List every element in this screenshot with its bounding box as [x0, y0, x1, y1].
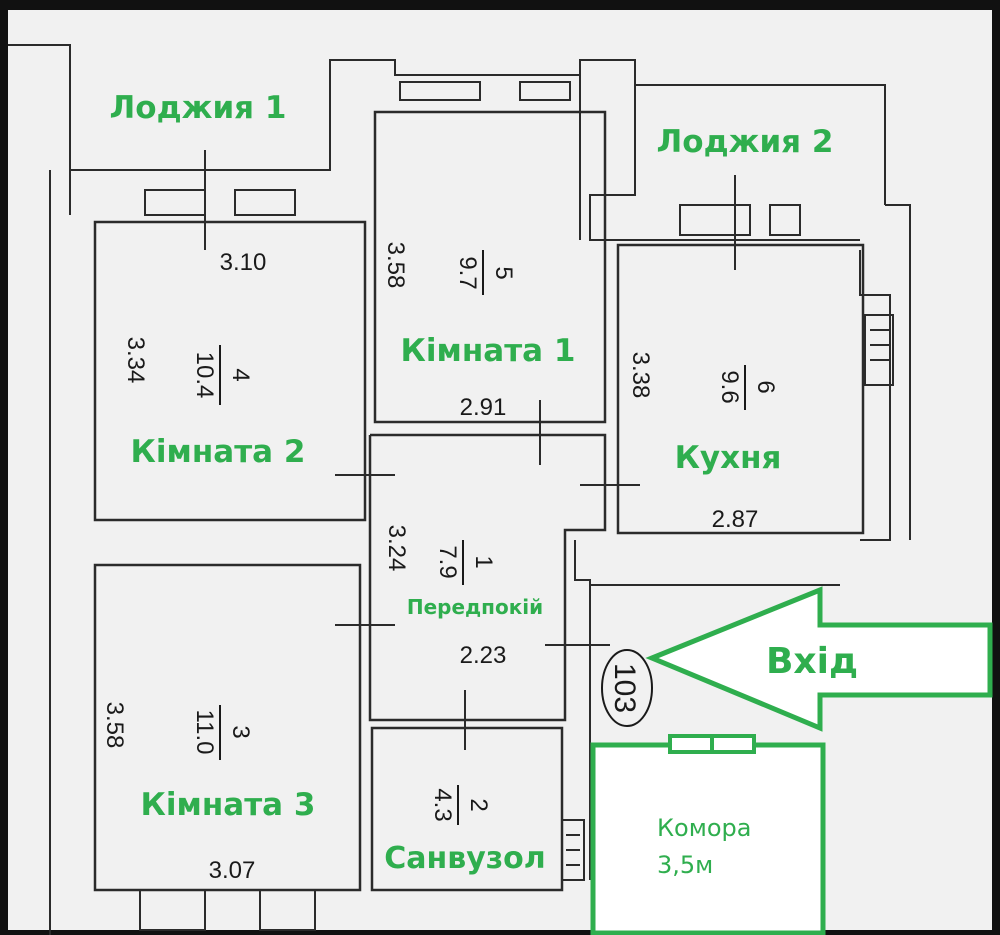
room-2-area: 10.4	[191, 352, 218, 399]
room-2-number: 4	[227, 368, 254, 381]
kitchen-number: 6	[752, 380, 779, 393]
paper	[8, 10, 992, 930]
storage-box: Комора 3,5м	[590, 734, 826, 935]
dim-kitchen-width: 2.87	[712, 506, 759, 533]
bathroom-fraction: 2 4.3	[429, 788, 492, 821]
label-storage-title: Комора	[657, 814, 751, 842]
label-entrance: Вхід	[766, 641, 858, 682]
label-room-1: Кімната 1	[401, 333, 576, 369]
kitchen-area: 9.6	[716, 370, 743, 403]
room-3-number: 3	[227, 725, 254, 738]
apartment-number-circle	[601, 649, 653, 727]
kitchen-fraction: 6 9.6	[716, 370, 779, 403]
label-storage-area: 3,5м	[657, 851, 713, 879]
dim-room2-height: 3.34	[122, 337, 149, 384]
hallway-area: 7.9	[434, 545, 461, 578]
room-3-fraction: 3 11.0	[191, 710, 254, 755]
label-kitchen: Кухня	[675, 440, 782, 476]
label-loggia-2: Лоджия 2	[657, 124, 834, 160]
bathroom-number: 2	[465, 798, 492, 811]
room-1-number: 5	[490, 266, 517, 279]
dim-hallway-height: 3.24	[383, 525, 410, 572]
hallway-number: 1	[470, 555, 497, 568]
storage-outline	[590, 742, 826, 935]
dim-room3-width: 3.07	[209, 857, 256, 884]
dim-kitchen-height: 3.38	[627, 352, 654, 399]
apartment-number: 103	[608, 663, 641, 713]
entrance-arrow-shape	[645, 586, 993, 732]
room-1-area: 9.7	[454, 256, 481, 289]
label-bathroom: Санвузол	[384, 841, 546, 876]
label-room-3: Кімната 3	[141, 787, 316, 823]
room-2-fraction: 4 10.4	[191, 352, 254, 399]
label-hallway: Передпокій	[407, 595, 543, 619]
room-3-area: 11.0	[191, 710, 218, 755]
label-room-2: Кімната 2	[131, 434, 306, 470]
walls	[8, 44, 911, 935]
dim-hallway-width: 2.23	[460, 642, 507, 669]
dim-room3-height: 3.58	[101, 702, 128, 749]
fraction-lines	[219, 250, 746, 825]
apartment-number-badge: 103	[601, 649, 653, 727]
hallway-fraction: 1 7.9	[434, 545, 497, 578]
dim-room1-height: 3.58	[382, 242, 409, 289]
bathroom-area: 4.3	[429, 788, 456, 821]
room-1-fraction: 5 9.7	[454, 256, 517, 289]
label-loggia-1: Лоджия 1	[110, 90, 287, 126]
dim-room2-width: 3.10	[220, 249, 267, 276]
dim-room1-width: 2.91	[460, 394, 507, 421]
entrance-arrow: Вхід	[645, 586, 993, 732]
